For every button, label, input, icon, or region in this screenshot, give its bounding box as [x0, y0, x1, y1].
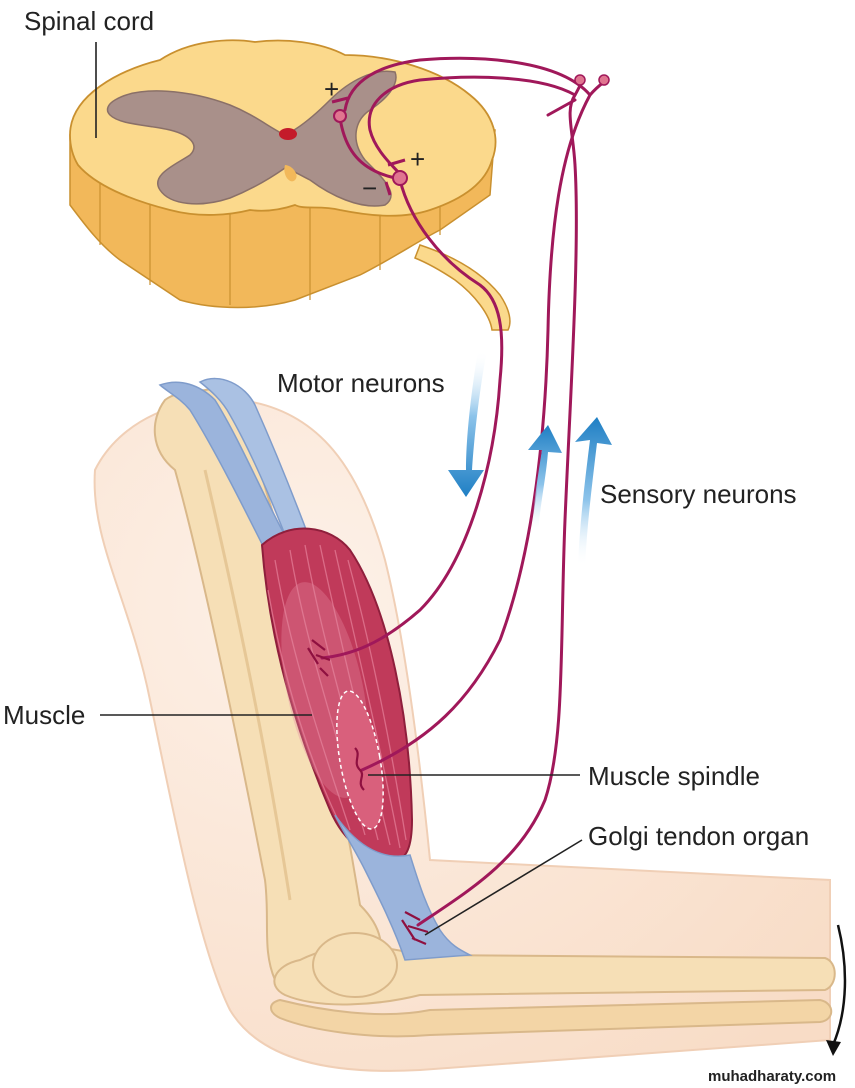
- motor-arrow-down: [448, 350, 486, 497]
- flexion-arrowhead: [826, 1040, 841, 1056]
- humerus-shadow: [203, 469, 292, 901]
- inhibitory-sign: −: [362, 173, 377, 203]
- ventral-root: [414, 244, 511, 331]
- sensory-ganglion-1: [598, 74, 610, 86]
- golgi-tendon-leader: [424, 839, 583, 936]
- muscle-spindle-label: Muscle spindle: [588, 761, 760, 791]
- radius-bone: [270, 998, 833, 1038]
- muscle-spindle-capsule: [336, 690, 384, 830]
- motor-neuron-2: [338, 116, 397, 180]
- motor-end-plate: [307, 639, 331, 677]
- motor-neuron-1: [320, 178, 504, 660]
- sensory-branch-upper: [343, 56, 592, 112]
- sensory-branch-lower: [367, 75, 577, 174]
- sensory-arrow-up-1: [528, 425, 562, 533]
- anterior-fissure: [284, 165, 297, 182]
- sensory-neurons-label: Sensory neurons: [600, 479, 797, 509]
- muscle-spindle-ending: [354, 747, 365, 791]
- nerve-endings: [307, 639, 429, 946]
- synapse-upper: [333, 109, 347, 123]
- synapses: [331, 74, 610, 196]
- watermark: muhadharaty.com: [708, 1068, 836, 1085]
- white-matter: [69, 39, 497, 217]
- spinal-cord-label: Spinal cord: [24, 6, 154, 36]
- elbow-joint: [312, 932, 398, 998]
- motor-neurons-label: Motor neurons: [277, 368, 445, 398]
- neurons: [320, 56, 606, 927]
- sensory-neuron-golgi: [416, 80, 584, 927]
- excitatory-sign-upper: +: [324, 74, 339, 104]
- spinal-cord: [69, 39, 511, 331]
- sensory-ganglion-2: [574, 74, 586, 86]
- flexion-arrow: [831, 924, 847, 1046]
- synapse-lower: [392, 170, 408, 186]
- leader-lines: [95, 42, 583, 936]
- sensory-arrow-up-2: [575, 417, 612, 567]
- golgi-tendon-ending: [401, 911, 429, 946]
- synapse-terminal-upper: [331, 96, 349, 104]
- golgi-tendon-organ-label: Golgi tendon organ: [588, 821, 809, 851]
- muscle-label: Muscle: [3, 700, 85, 730]
- synapse-terminal-lower: [384, 158, 406, 196]
- central-canal: [279, 128, 297, 140]
- excitatory-sign-lower: +: [410, 144, 425, 174]
- dorsal-root-cap-upper: [546, 98, 577, 117]
- signal-arrows: [448, 350, 612, 567]
- distal-tendon: [334, 814, 473, 961]
- biceps-muscle: [260, 527, 414, 862]
